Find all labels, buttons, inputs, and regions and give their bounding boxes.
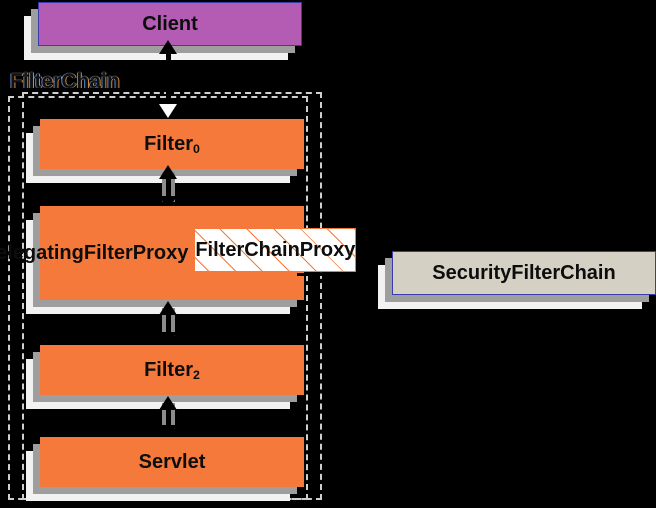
filter2-label: Filter2 xyxy=(144,358,200,383)
servlet-label: Servlet xyxy=(138,450,206,473)
filter0-face[interactable]: Filter0 xyxy=(40,119,304,169)
filterchain-group-label: FilterChain xyxy=(10,70,120,93)
node-servlet[interactable]: Servlet xyxy=(26,437,304,501)
edge-filter2-servlet-shaft xyxy=(166,403,171,431)
dfp-label: DelegatingFilterProxy xyxy=(0,241,189,264)
edge-dfp-filter2-head-down xyxy=(159,332,177,346)
edge-dfp-filter2-head-up xyxy=(159,301,177,315)
edge-filter0-dfp-shaft xyxy=(166,172,171,204)
filter-chain-proxy-label: FilterChainProxy xyxy=(195,238,356,261)
edge-client-filter0-shaft xyxy=(166,50,171,114)
filter2-face[interactable]: Filter2 xyxy=(40,345,304,395)
node-filter-chain-proxy[interactable]: FilterChainProxy xyxy=(194,228,357,272)
dfp-title-row: DelegatingFilterProxy xyxy=(0,233,188,273)
edge-client-filter0-head-up xyxy=(159,40,177,54)
edge-filter2-servlet-head-up xyxy=(159,396,177,410)
edge-dfp-filter2-shaft xyxy=(166,308,171,338)
edge-fcp-sfc-shaft xyxy=(297,273,369,276)
edge-filter0-dfp-head-up xyxy=(159,165,177,179)
node-client[interactable]: Client xyxy=(24,2,302,60)
filter2-subscript: 2 xyxy=(193,368,200,383)
node-filter2[interactable]: Filter2 xyxy=(26,345,304,409)
dfp-face[interactable]: DelegatingFilterProxy FilterChainProxy xyxy=(0,206,357,300)
edge-filter2-servlet-head-down xyxy=(159,425,177,439)
node-security-filter-chain[interactable]: SecurityFilterChain xyxy=(378,251,656,309)
filter0-label: Filter0 xyxy=(144,132,200,157)
client-label: Client xyxy=(142,12,198,35)
edge-client-filter0-head-down xyxy=(159,104,177,118)
security-filter-chain-label: SecurityFilterChain xyxy=(432,261,616,284)
sfc-face[interactable]: SecurityFilterChain xyxy=(392,251,656,295)
node-filter0[interactable]: Filter0 xyxy=(26,119,304,183)
servlet-face[interactable]: Servlet xyxy=(40,437,304,487)
filter0-subscript: 0 xyxy=(193,142,200,157)
node-delegating-filter-proxy[interactable]: DelegatingFilterProxy FilterChainProxy xyxy=(0,206,357,314)
